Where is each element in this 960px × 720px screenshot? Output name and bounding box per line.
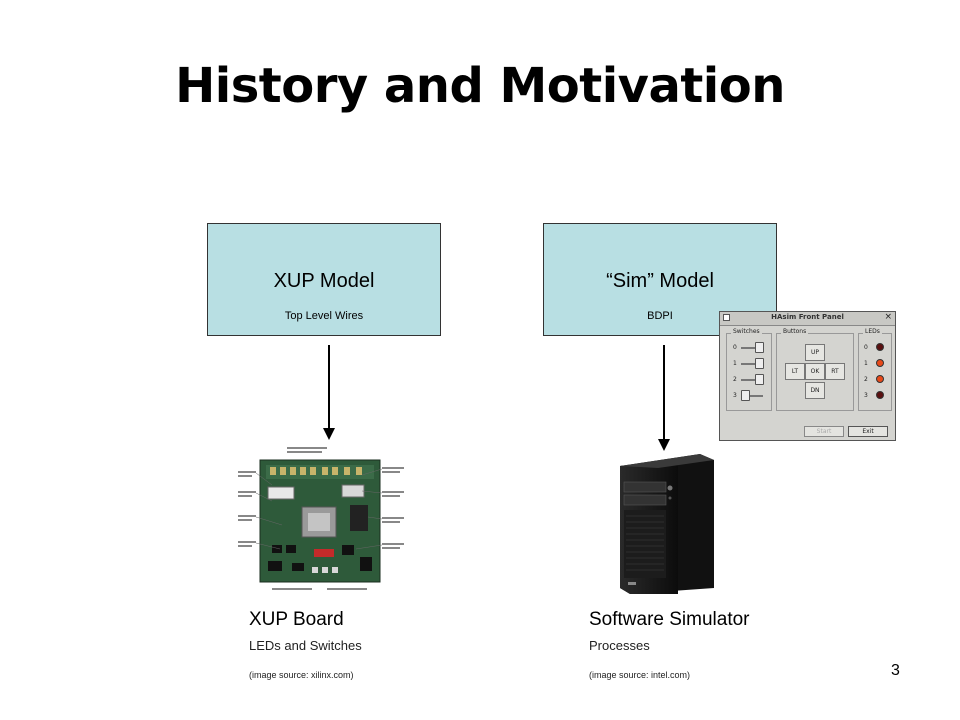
xup-arrow-head xyxy=(323,428,335,440)
xup-image-source: (image source: xilinx.com) xyxy=(249,670,354,680)
buttons-group-label: Buttons xyxy=(781,328,809,335)
switch-0-slider[interactable] xyxy=(755,342,764,353)
window-menu-icon[interactable] xyxy=(723,314,730,321)
xup-model-box: XUP Model Top Level Wires xyxy=(207,223,441,336)
led-label: 2 xyxy=(864,376,868,383)
left-button[interactable]: LT xyxy=(785,363,805,380)
pc-tower-image xyxy=(620,454,714,594)
front-panel-title: HAsim Front Panel xyxy=(771,313,844,321)
led-1-indicator xyxy=(876,359,884,367)
switch-2-slider[interactable] xyxy=(755,374,764,385)
exit-button[interactable]: Exit xyxy=(848,426,888,437)
switch-3-slider[interactable] xyxy=(741,390,750,401)
led-2-indicator xyxy=(876,375,884,383)
start-button[interactable]: Start xyxy=(804,426,844,437)
switches-group-label: Switches xyxy=(731,328,762,335)
ok-button[interactable]: OK xyxy=(805,363,825,380)
simulator-caption: Software Simulator xyxy=(589,609,750,630)
switch-label: 2 xyxy=(733,376,737,383)
sim-model-box: “Sim” Model BDPI xyxy=(543,223,777,336)
switch-label: 1 xyxy=(733,360,737,367)
up-button[interactable]: UP xyxy=(805,344,825,361)
front-panel-titlebar: HAsim Front Panel × xyxy=(720,312,895,326)
page-title: History and Motivation xyxy=(175,58,785,114)
switch-label: 3 xyxy=(733,392,737,399)
xup-arrow-line xyxy=(328,345,330,430)
front-panel-window: HAsim Front Panel × Switches 0 1 2 3 But… xyxy=(719,311,896,441)
page-number: 3 xyxy=(891,662,900,679)
close-icon[interactable]: × xyxy=(884,312,892,322)
leds-group: LEDs 0 1 2 3 xyxy=(858,328,892,411)
right-button[interactable]: RT xyxy=(825,363,845,380)
leds-group-label: LEDs xyxy=(863,328,882,335)
sim-arrow-head xyxy=(658,439,670,451)
xup-model-subtitle: Top Level Wires xyxy=(284,310,364,322)
simulator-subcaption: Processes xyxy=(589,638,650,653)
led-label: 3 xyxy=(864,392,868,399)
xup-board-caption: XUP Board xyxy=(249,609,344,630)
led-0-indicator xyxy=(876,343,884,351)
led-label: 0 xyxy=(864,344,868,351)
sim-model-subtitle: BDPI xyxy=(647,310,673,322)
xup-model-title: XUP Model xyxy=(273,270,375,292)
switch-label: 0 xyxy=(733,344,737,351)
simulator-image-source: (image source: intel.com) xyxy=(589,670,691,680)
sim-model-title: “Sim” Model xyxy=(606,270,714,292)
down-button[interactable]: DN xyxy=(805,382,825,399)
xup-board-subcaption: LEDs and Switches xyxy=(249,638,362,653)
led-3-indicator xyxy=(876,391,884,399)
switches-group: Switches 0 1 2 3 xyxy=(726,328,772,411)
switch-1-slider[interactable] xyxy=(755,358,764,369)
xup-board-image xyxy=(238,447,404,590)
buttons-group: Buttons UP LT OK RT DN xyxy=(776,328,854,411)
led-label: 1 xyxy=(864,360,868,367)
sim-arrow-line xyxy=(663,345,665,440)
